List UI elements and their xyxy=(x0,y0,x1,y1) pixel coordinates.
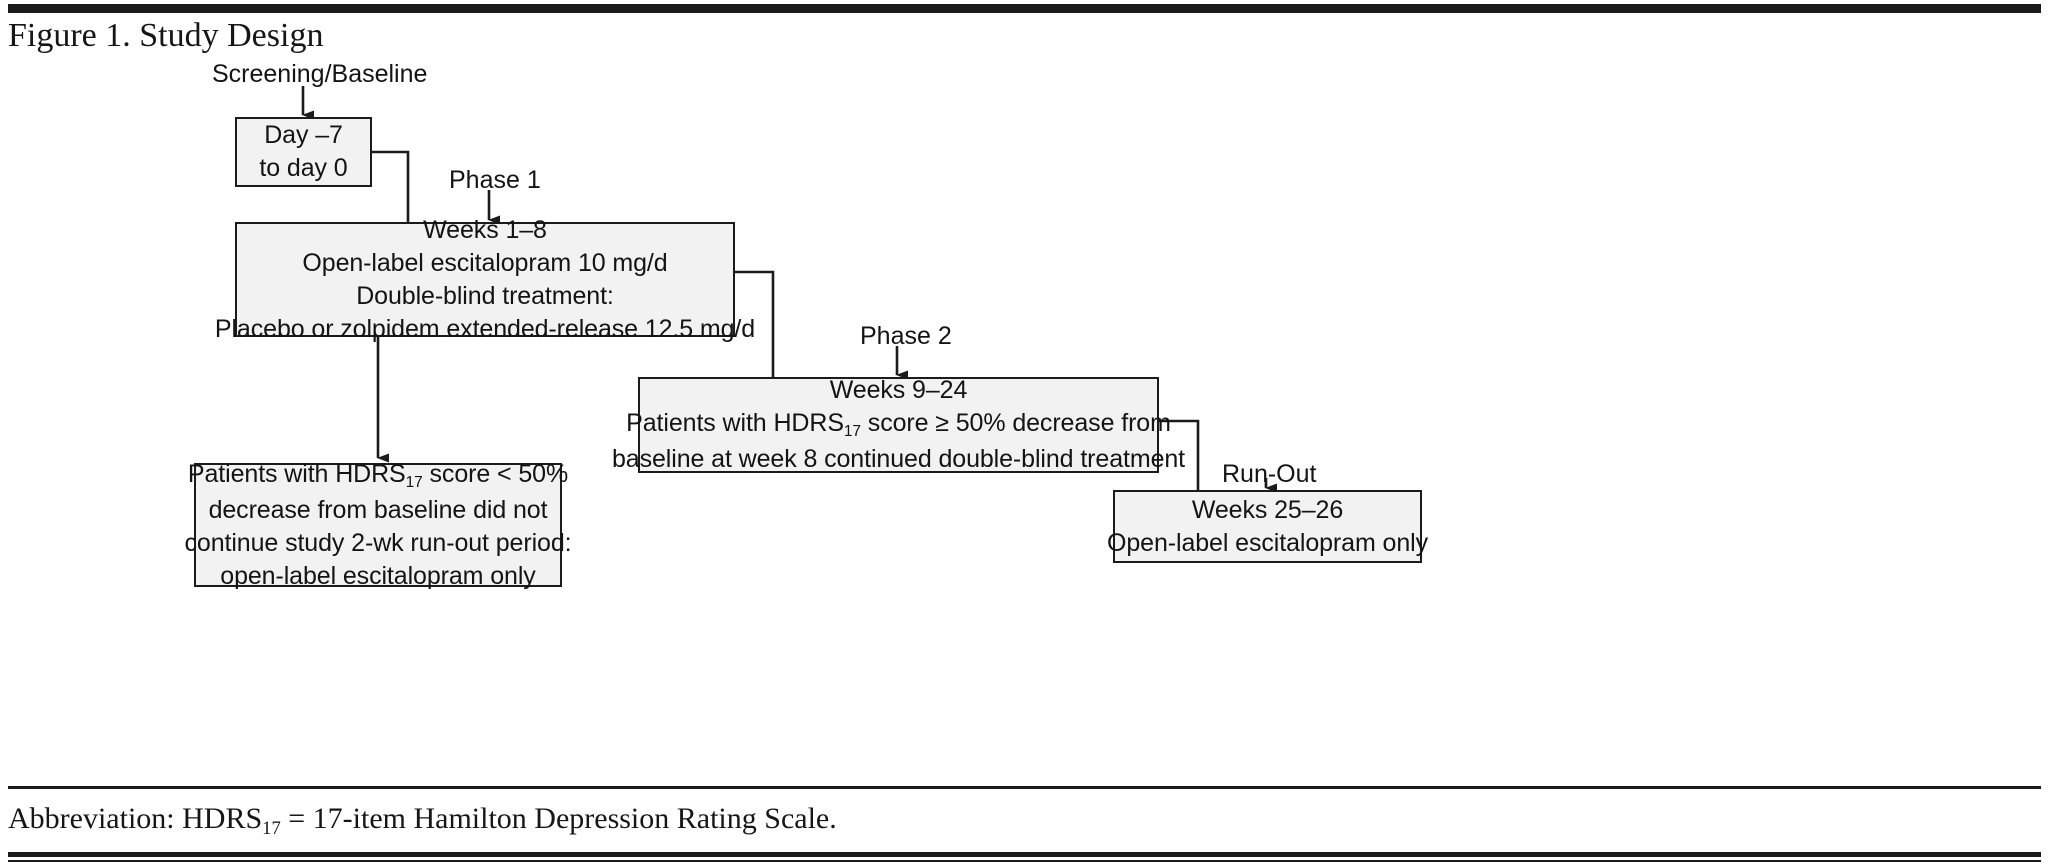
node-dropout-line2: decrease from baseline did not xyxy=(208,495,548,524)
node-phase1-line1: Weeks 1–8 xyxy=(423,215,547,244)
node-dropout-line1-pre: Patients with HDRS xyxy=(187,459,406,488)
stage-label-runout: Run-Out xyxy=(1222,460,1317,488)
node-nonresponder-dropout: Patients with HDRS17 score < 50% decreas… xyxy=(185,460,572,590)
node-runout-line1: Weeks 25–26 xyxy=(1191,495,1344,524)
node-dropout-line1-subscript: 17 xyxy=(405,473,423,491)
connector-day-to-phase1 xyxy=(372,150,410,222)
node-screening-baseline: Day –7 to day 0 xyxy=(235,117,372,187)
node-dropout-line1: Patients with HDRS17 score < 50% xyxy=(188,458,568,494)
node-phase2-line2-post: score ≥ 50% decrease from xyxy=(860,409,1171,437)
stage-label-phase1: Phase 1 xyxy=(449,166,541,194)
node-runout-weeks-25-26: Weeks 25–26 Open-label escitalopram only xyxy=(1107,490,1428,563)
top-rule xyxy=(8,4,2041,13)
node-runout-line2: Open-label escitalopram only xyxy=(1107,528,1428,557)
bottom-rule-thick xyxy=(8,852,2041,857)
stage-label-phase2: Phase 2 xyxy=(860,322,952,350)
node-phase1-line2: Open-label escitalopram 10 mg/d xyxy=(302,248,668,277)
node-phase2-line2-pre: Patients with HDRS xyxy=(626,409,844,437)
node-screening-line1: Day –7 xyxy=(264,121,343,149)
node-dropout-line3: continue study 2-wk run-out period: xyxy=(184,528,572,557)
bottom-rule-thin xyxy=(8,860,2041,862)
node-dropout-line4: open-label escitalopram only xyxy=(220,561,536,590)
node-phase2-line2-subscript: 17 xyxy=(843,423,861,441)
footnote-subscript: 17 xyxy=(262,818,281,840)
node-phase2-line2: Patients with HDRS17 score ≥ 50% decreas… xyxy=(626,407,1171,443)
node-phase1-line4: Placebo or zolpidem extended-release 12.… xyxy=(214,314,756,343)
node-phase2-weeks-9-24: Weeks 9–24 Patients with HDRS17 score ≥ … xyxy=(612,376,1185,473)
footnote-prefix: Abbreviation: HDRS xyxy=(8,802,263,835)
abbreviation-footnote: Abbreviation: HDRS17 = 17-item Hamilton … xyxy=(8,800,837,842)
stage-label-screening: Screening/Baseline xyxy=(212,60,428,88)
footnote-suffix: = 17-item Hamilton Depression Rating Sca… xyxy=(280,802,837,835)
node-phase1-line3: Double-blind treatment: xyxy=(356,281,614,310)
node-dropout-line1-post: score < 50% xyxy=(422,459,569,488)
node-screening-line2: to day 0 xyxy=(259,154,348,182)
footnote-rule xyxy=(8,786,2041,789)
node-phase2-line3: baseline at week 8 continued double-blin… xyxy=(611,445,1186,473)
figure-title: Figure 1. Study Design xyxy=(8,17,324,54)
node-phase1-weeks-1-8: Weeks 1–8 Open-label escitalopram 10 mg/… xyxy=(215,216,755,343)
node-phase2-line1: Weeks 9–24 xyxy=(829,376,968,404)
